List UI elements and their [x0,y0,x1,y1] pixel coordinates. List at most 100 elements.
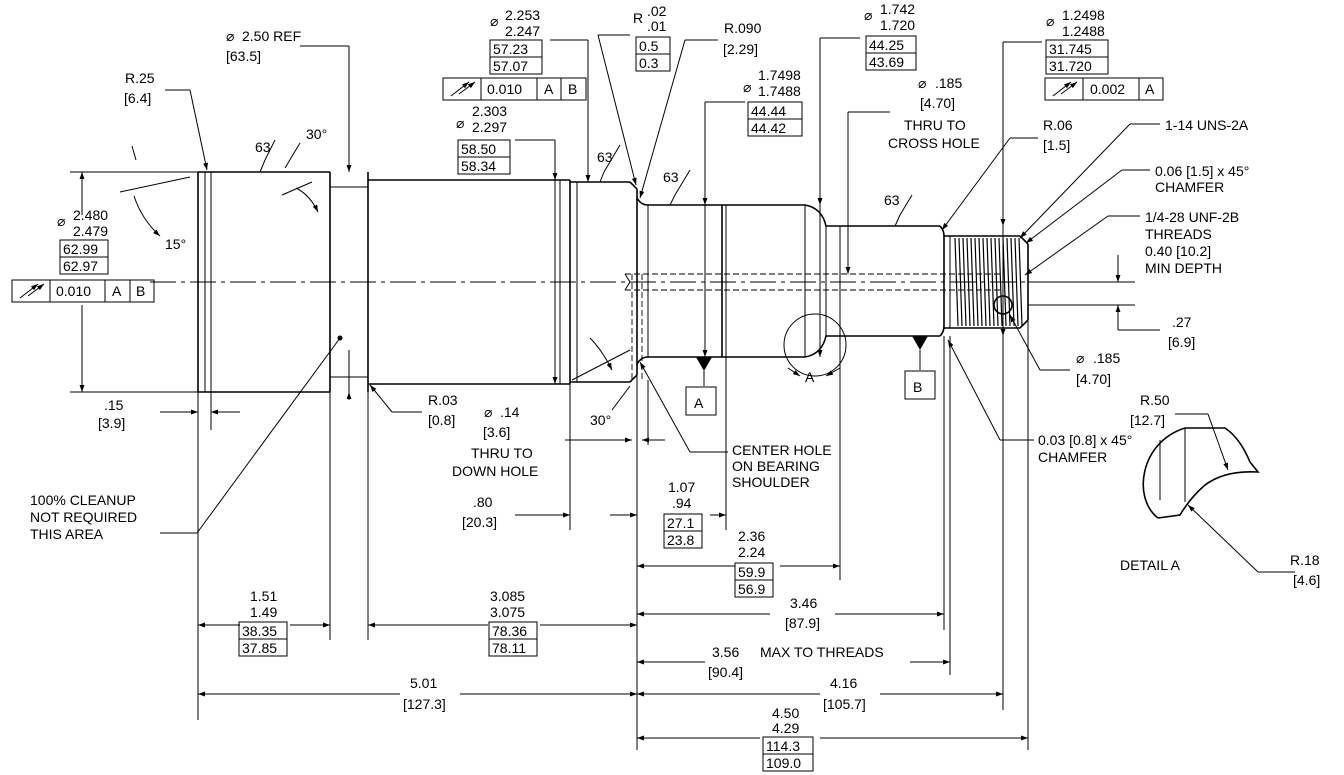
detail-a-callout: A [805,369,815,385]
len27-label: .27 [1172,314,1192,330]
dim-r25: R.25 [6.4] [124,70,208,171]
center-line-3: SHOULDER [732,474,810,490]
r18-label: R.18 [1290,552,1320,568]
fcf-datum-a: A [1145,81,1155,97]
dim-dia-12498: ⌀ 1.2498 1.2488 31.745 31.720 [1000,7,1109,336]
diameter-symbol: ⌀ [743,79,752,95]
d2303-mm-min: 58.34 [461,158,496,174]
d2253-mm-min: 57.07 [493,58,528,74]
len346-mm: [87.9] [785,615,820,631]
note-unf-thread: 1/4-28 UNF-2B THREADS 0.40 [10.2] MIN DE… [1024,209,1239,276]
dim-min: 2.479 [73,223,108,239]
center-line-1: CENTER HOLE [732,442,832,458]
fcf-datum-b: B [568,81,577,97]
d12498-mm-max: 31.745 [1049,41,1092,57]
diameter-symbol: ⌀ [57,213,66,229]
d2303-mm-max: 58.50 [461,141,496,157]
r25-label: R.25 [125,70,155,86]
fcf-top-right: 0.002 A [1044,77,1164,101]
note-chamfer-003: 0.03 [0.8] x 45° CHAMFER [947,339,1132,465]
d14-note-1: THRU TO [471,445,533,461]
len107-mm-min: 23.8 [667,532,694,548]
r18-mm: [4.6] [1293,572,1320,588]
len356-note: MAX TO THREADS [760,644,884,660]
dim-len-107: 1.07 .94 27.1 23.8 [647,357,727,549]
dim-len-501: 5.01 [127.3] [198,375,638,750]
d185top-note-2: CROSS HOLE [888,135,980,151]
diameter-symbol: ⌀ [226,28,235,44]
dim-max: 2.480 [73,207,108,223]
surface-finish-shoulder: 63 [597,144,621,183]
len416-label: 4.16 [830,675,857,691]
diameter-symbol: ⌀ [918,75,927,91]
len450-max: 4.50 [772,705,799,721]
len236-mm-max: 59.9 [738,564,765,580]
len15-mm: [3.9] [98,415,125,431]
d1742-mm-min: 43.69 [869,54,904,70]
len15-label: .15 [104,397,124,413]
detail-a-title: DETAIL A [1120,557,1181,573]
thread-line [986,237,991,327]
len151-min: 1.49 [250,604,277,620]
d2253-mm-max: 57.23 [493,41,528,57]
len346-label: 3.46 [790,595,817,611]
dim-r06: R.06 [1.5] [941,117,1073,231]
dim-dia-250: ⌀ 2.50 REF [63.5] [226,28,352,400]
d17498-mm-min: 44.42 [751,120,786,136]
datum-b-label: B [913,379,922,395]
note-center-hole: CENTER HOLE ON BEARING SHOULDER [639,361,832,490]
dim-hole-014: ⌀ .14 [3.6] THRU TO DOWN HOLE [452,404,665,479]
ra-value: 63 [597,149,613,165]
d1742-max: 1.742 [880,1,915,17]
d17498-mm-max: 44.44 [751,103,786,119]
len356-label: 3.56 [712,644,739,660]
d12498-max: 1.2498 [1062,7,1105,23]
center-line-2: ON BEARING [732,458,820,474]
fcf-datum-a: A [544,81,554,97]
ra-value: 63 [663,169,679,185]
dim-dia-17498: ⌀ 1.7498 1.7488 44.44 44.42 [702,67,803,357]
r03-label: R.03 [428,392,458,408]
len151-mm-min: 37.85 [242,640,277,656]
r50-label: R.50 [1140,392,1170,408]
thread-line [974,237,979,327]
cleanup-line-3: THIS AREA [30,526,104,542]
detail-a-view: R.50 [12.7] R.18 [4.6] DETAIL A [1120,392,1320,588]
d185top-mm: [4.70] [920,95,955,111]
thread-line [1018,237,1023,327]
r02-max: .02 [647,3,667,19]
angle-15: 15° [165,236,186,252]
fcf-tol: 0.010 [56,283,91,299]
dim-len-3085: 3.085 3.075 78.36 78.11 [368,588,637,657]
d2303-min: 2.297 [472,119,507,135]
diameter-symbol: ⌀ [484,404,493,420]
dim-len-356: 3.56 [90.4] MAX TO THREADS [637,336,951,680]
ra-value: 63 [884,192,900,208]
angle-30-right: 30° [590,412,611,428]
d185top-label: .185 [935,75,962,91]
thread-line [978,237,983,327]
diameter-symbol: ⌀ [490,13,499,29]
surface-finish-left: 63 30° [255,126,327,213]
cleanup-line-1: 100% CLEANUP [30,492,136,508]
len450-mm-max: 114.3 [766,738,800,754]
r02-r: R [633,10,643,26]
unf-line-1: 1/4-28 UNF-2B [1145,209,1239,225]
ra-value: 63 [255,139,271,155]
d185bot-mm: [4.70] [1076,371,1111,387]
r25-mm: [6.4] [124,90,151,106]
d250-tol: 2.50 REF [242,28,301,44]
note-uns-thread: 1-14 UNS-2A [1019,117,1249,239]
fcf-tol: 0.002 [1090,81,1125,97]
unf-line-4: MIN DEPTH [1145,260,1222,276]
len27-mm: [6.9] [1168,334,1195,350]
d1742-mm-max: 44.25 [869,37,904,53]
len107-mm-max: 27.1 [667,515,694,531]
r06-label: R.06 [1043,117,1073,133]
d14-label: .14 [500,404,520,420]
r02-min: .01 [647,18,667,34]
r03-mm: [0.8] [428,412,455,428]
dim-hole-185-top: ⌀ .185 [4.70] THRU TO CROSS HOLE [845,75,980,274]
unf-line-3: 0.40 [10.2] [1145,243,1211,259]
surface-finish-small: 63 [884,192,913,227]
